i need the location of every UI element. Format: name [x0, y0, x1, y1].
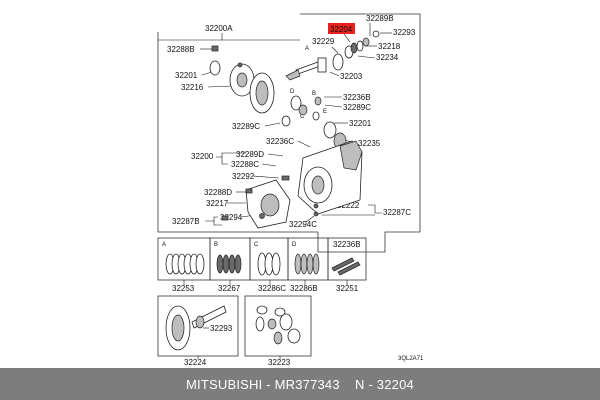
label-32216: 32216 — [181, 83, 204, 92]
label-32287C: 32287C — [383, 208, 411, 217]
leader-line — [297, 140, 311, 148]
label-32236C: 32236C — [266, 137, 294, 146]
label-32289C-left: 32289C — [232, 122, 260, 131]
kit-e-title: 32236B — [333, 240, 361, 249]
label-32229: 32229 — [312, 37, 335, 46]
footer-band: MITSUBISHI - MR377343 N - 32204 — [0, 368, 600, 400]
label-32200: 32200 — [191, 152, 214, 161]
label-32203: 32203 — [340, 72, 363, 81]
leader-line — [205, 216, 218, 222]
kit-a-part: 32253 — [172, 284, 195, 293]
kit-a-letter: A — [162, 242, 166, 248]
gear-set-drawing — [165, 305, 227, 351]
kit-b-letter: B — [214, 242, 218, 248]
marker-E: E — [323, 109, 327, 115]
diff-gear-kit-drawing — [255, 305, 301, 345]
kit-d-letter: D — [292, 242, 297, 248]
kit-c-letter: C — [254, 242, 259, 248]
leader-line — [201, 71, 213, 76]
bottom-box-right — [244, 295, 312, 357]
label-32235: 32235 — [358, 139, 381, 148]
leader-line — [331, 46, 339, 54]
leader-line — [357, 55, 376, 59]
pinion-shaft-assembly — [285, 30, 380, 81]
bottom-right-part: 32223 — [268, 358, 291, 367]
main-frame — [157, 13, 421, 253]
kit-d-shims — [294, 253, 320, 275]
leader-line — [264, 122, 281, 127]
kit-c-part: 32286C — [258, 284, 286, 293]
leader-line — [267, 153, 284, 157]
leader-line — [329, 71, 340, 77]
label-32204-highlighted: 32204 — [330, 25, 353, 34]
marker-B: B — [312, 91, 316, 97]
label-32218: 32218 — [378, 42, 401, 51]
highlight-box — [328, 23, 355, 34]
label-32288D: 32288D — [204, 188, 232, 197]
label-32201-right: 32201 — [349, 119, 372, 128]
kit-e-part: 32251 — [336, 284, 359, 293]
label-32200A: 32200A — [205, 24, 233, 33]
marker-C: C — [300, 114, 305, 120]
footer-oem-number: MR377343 — [274, 376, 340, 392]
label-32289D: 32289D — [236, 150, 264, 159]
footer-gap — [340, 377, 355, 392]
label-32293-top: 32293 — [393, 28, 416, 37]
bottom-left-part: 32224 — [184, 358, 207, 367]
leader-line — [213, 221, 222, 226]
label-32236B: 32236B — [343, 93, 371, 102]
leader-line — [368, 204, 382, 214]
footer-ref: N - 32204 — [355, 376, 414, 392]
leader-line — [324, 104, 343, 108]
leader-line — [216, 152, 246, 158]
kit-c-shims — [257, 252, 281, 276]
label-32217: 32217 — [206, 199, 229, 208]
fasteners — [221, 175, 319, 221]
leader-line — [343, 33, 351, 43]
label-32234: 32234 — [376, 53, 399, 62]
label-32292: 32292 — [232, 172, 255, 181]
diff-housing — [297, 140, 363, 215]
kit-d-part: 32286B — [290, 284, 318, 293]
label-32294C: 32294C — [289, 220, 317, 229]
label-32294: 32294 — [220, 213, 243, 222]
marker-D: D — [290, 89, 295, 95]
leader-line — [305, 215, 315, 223]
leader-line — [261, 163, 277, 167]
kit-b-part: 32267 — [218, 284, 241, 293]
kit-a-shims — [165, 253, 205, 275]
label-32288B: 32288B — [167, 45, 195, 54]
kit-b-shims — [216, 254, 242, 274]
label-32222: 32222 — [337, 201, 360, 210]
footer-sep: - — [262, 376, 275, 392]
label-32287B: 32287B — [172, 217, 200, 226]
diagram-code: 3QL2A71 — [398, 356, 424, 362]
cover-plate — [245, 179, 291, 229]
ring-gear — [249, 72, 275, 114]
footer-brand: MITSUBISHI — [186, 376, 263, 392]
bolt — [211, 45, 219, 52]
kit-e-pins — [331, 257, 361, 276]
label-32201-left: 32201 — [175, 71, 198, 80]
leader-line — [252, 175, 280, 179]
leader-line — [207, 85, 233, 88]
marker-A: A — [305, 46, 309, 52]
label-32288C: 32288C — [231, 160, 259, 169]
label-32289B: 32289B — [366, 14, 394, 23]
bottom-left-inner-label: 32293 — [210, 324, 233, 333]
label-32289C-right: 32289C — [343, 103, 371, 112]
side-gear-set — [281, 95, 347, 150]
leader-line — [221, 157, 228, 165]
differential-case — [209, 60, 255, 97]
